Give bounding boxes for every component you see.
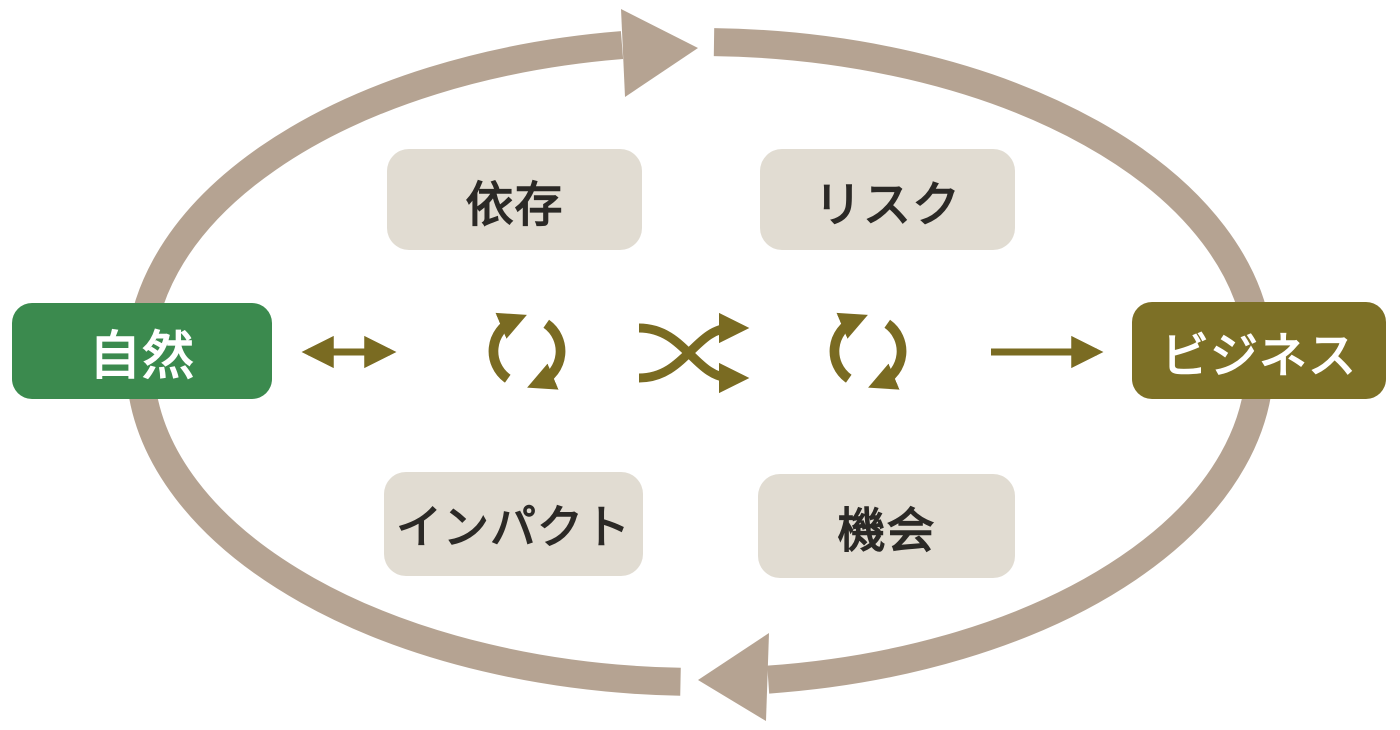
cycle-arrows-icon-right <box>829 312 907 390</box>
left-right-arrow-icon <box>301 335 397 369</box>
business-node: ビジネス <box>1132 302 1386 399</box>
impact-node: インパクト <box>384 472 643 576</box>
cycle-arrows-icon-left <box>488 312 566 390</box>
crossing-arrows-icon <box>638 312 750 394</box>
right-arrow-icon <box>991 335 1104 369</box>
opportunity-label: 機会 <box>837 505 936 558</box>
impact-label: インパクト <box>396 501 631 553</box>
nature-node: 自然 <box>12 303 272 399</box>
nature-label: 自然 <box>88 327 195 386</box>
dependency-label: 依存 <box>465 178 564 232</box>
risk-label: リスク <box>813 178 961 232</box>
risk-node: リスク <box>760 149 1015 250</box>
business-label: ビジネス <box>1160 329 1357 383</box>
ellipse-bottom-arrowhead-icon <box>698 633 769 721</box>
opportunity-node: 機会 <box>758 474 1015 578</box>
dependency-node: 依存 <box>387 149 642 250</box>
ellipse-top-arrowhead-icon <box>621 9 698 97</box>
